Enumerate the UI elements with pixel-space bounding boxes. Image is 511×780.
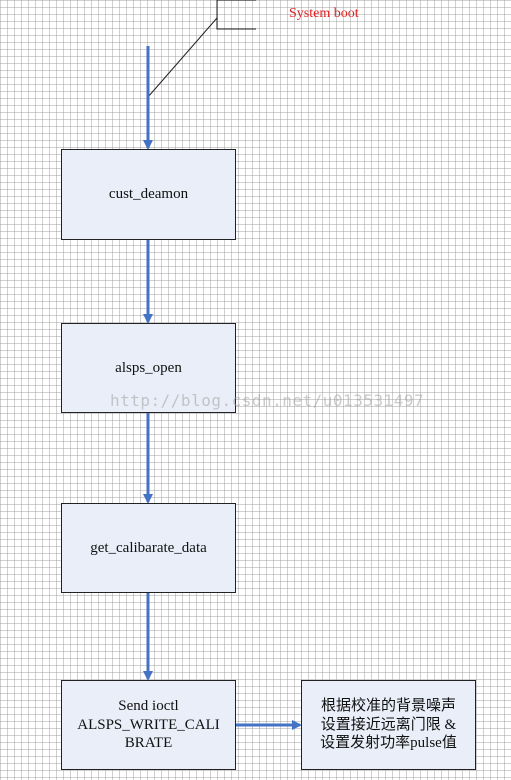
system-boot-label: System boot xyxy=(289,6,359,21)
node-send-ioctl-line-1: Send ioctl xyxy=(118,697,179,714)
node-calibration-note: 根据校准的背景噪声 设置接近远离门限 & 设置发射功率pulse值 xyxy=(301,680,476,770)
node-send-ioctl-line-2: ALSPS_WRITE_CALI xyxy=(77,716,220,733)
node-alsps-open-label: alsps_open xyxy=(115,359,182,376)
node-send-ioctl-line-3: BRATE xyxy=(124,735,173,752)
callout-leader xyxy=(147,17,218,98)
watermark-url: http://blog.csdn.net/u013531497 xyxy=(110,391,425,410)
node-get-calibarate-data: get_calibarate_data xyxy=(61,503,236,593)
note-line-2: 设置接近远离门限 & xyxy=(320,716,457,733)
node-cust-deamon: cust_deamon xyxy=(61,149,236,240)
node-cust-deamon-label: cust_deamon xyxy=(108,186,189,203)
node-alsps-open: alsps_open xyxy=(61,323,236,413)
note-line-3: 设置发射功率pulse值 xyxy=(320,735,457,752)
note-line-1: 根据校准的背景噪声 xyxy=(320,697,456,714)
node-send-ioctl: Send ioctl ALSPS_WRITE_CALI BRATE xyxy=(61,680,236,770)
node-get-calibarate-data-label: get_calibarate_data xyxy=(90,539,207,556)
callout-bracket xyxy=(216,0,256,30)
